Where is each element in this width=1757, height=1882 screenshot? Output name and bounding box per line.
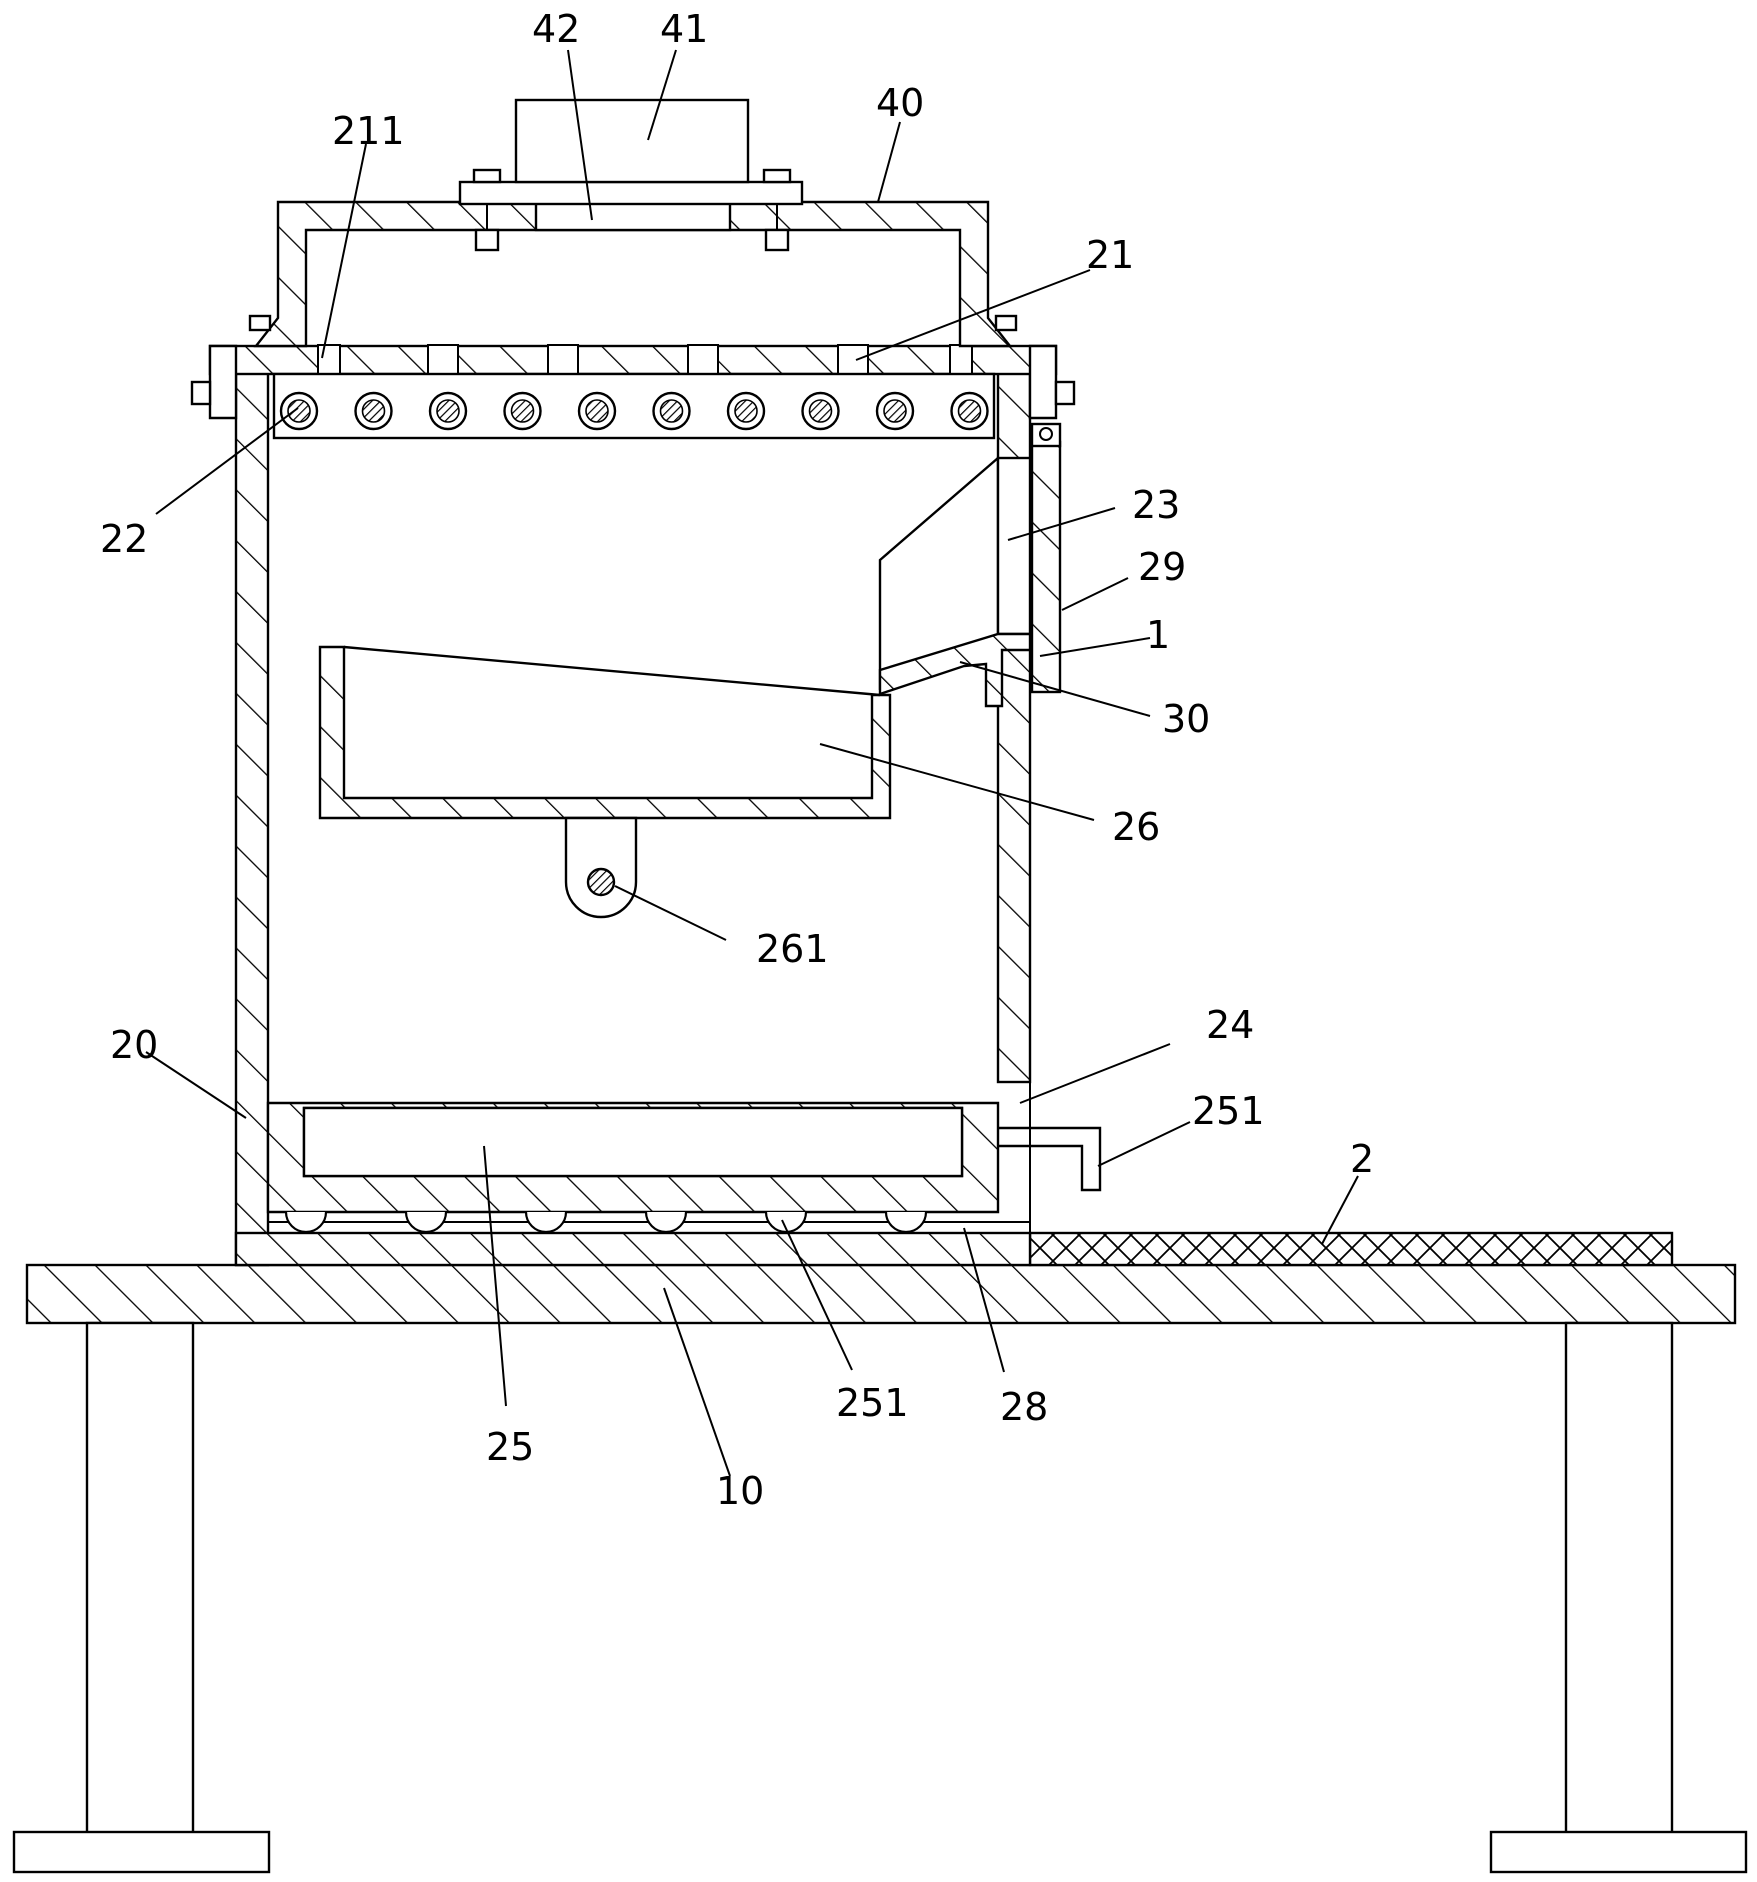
roller-core <box>734 399 758 423</box>
label-28: 28 <box>1000 1385 1048 1429</box>
label-42: 42 <box>532 7 580 51</box>
label-26: 26 <box>1112 805 1160 849</box>
tray-body <box>318 645 892 820</box>
door-hinge <box>1030 422 1062 448</box>
housing-left-wall <box>234 370 270 1267</box>
chute-lip <box>878 632 1032 708</box>
housing-bottom-wall <box>234 1231 1032 1267</box>
chute-panel <box>996 456 1032 636</box>
label-29: 29 <box>1138 545 1186 589</box>
roller-core <box>883 399 907 423</box>
label-23: 23 <box>1132 483 1180 527</box>
label-40: 40 <box>876 81 924 125</box>
roller-core <box>808 399 833 423</box>
label-30: 30 <box>1162 697 1210 741</box>
cover-opening <box>534 200 732 232</box>
ball <box>404 1211 448 1234</box>
roller-core <box>957 399 982 423</box>
roller-core <box>659 399 684 423</box>
ball <box>764 1211 808 1234</box>
tray-bracket <box>564 816 638 919</box>
ball <box>524 1211 568 1234</box>
top-plate <box>190 344 1076 420</box>
label-261: 261 <box>756 927 829 971</box>
reference-labels: 42 41 40 211 21 22 23 29 1 30 26 261 24 … <box>100 7 1374 1513</box>
cover <box>248 200 1018 348</box>
roller-core <box>361 399 386 423</box>
conveyor-belt <box>1028 1231 1674 1267</box>
label-24: 24 <box>1206 1003 1254 1047</box>
ball <box>644 1211 688 1234</box>
outlet-pipe <box>998 1126 1102 1192</box>
roller-row <box>272 372 996 440</box>
chute-guide <box>878 457 999 690</box>
right-foot <box>1489 1830 1748 1874</box>
label-251-right: 251 <box>1192 1089 1265 1133</box>
ball <box>884 1211 928 1234</box>
cover-body <box>253 200 1013 348</box>
table-top <box>25 1263 1737 1325</box>
table <box>12 1263 1748 1874</box>
label-251-bottom: 251 <box>836 1381 909 1425</box>
mount-plate <box>458 180 804 206</box>
right-flange <box>1028 344 1058 420</box>
motor <box>514 98 750 184</box>
label-25: 25 <box>486 1425 534 1469</box>
label-2: 2 <box>1350 1137 1374 1181</box>
feed-chute <box>878 422 1062 708</box>
label-211: 211 <box>332 109 405 153</box>
tray <box>318 645 892 919</box>
roller-frame <box>272 372 996 440</box>
left-flange <box>208 344 238 420</box>
label-21: 21 <box>1086 233 1134 277</box>
roller-core <box>287 399 311 423</box>
leader-lines <box>145 49 1359 1477</box>
label-1: 1 <box>1146 613 1170 657</box>
left-leg <box>85 1321 195 1870</box>
label-10: 10 <box>716 1469 764 1513</box>
roller-core <box>436 399 460 423</box>
label-22: 22 <box>100 517 148 561</box>
top-plate-holes <box>317 344 973 376</box>
left-foot <box>12 1830 271 1874</box>
right-leg <box>1564 1321 1674 1870</box>
ball <box>284 1211 328 1234</box>
label-41: 41 <box>660 7 708 51</box>
door <box>1030 440 1062 694</box>
roller-core <box>510 399 535 423</box>
label-20: 20 <box>110 1023 158 1067</box>
motor-assembly <box>458 98 804 252</box>
roller-core <box>585 399 609 423</box>
pivot-pin <box>586 867 616 897</box>
collection-box <box>266 1101 1102 1234</box>
